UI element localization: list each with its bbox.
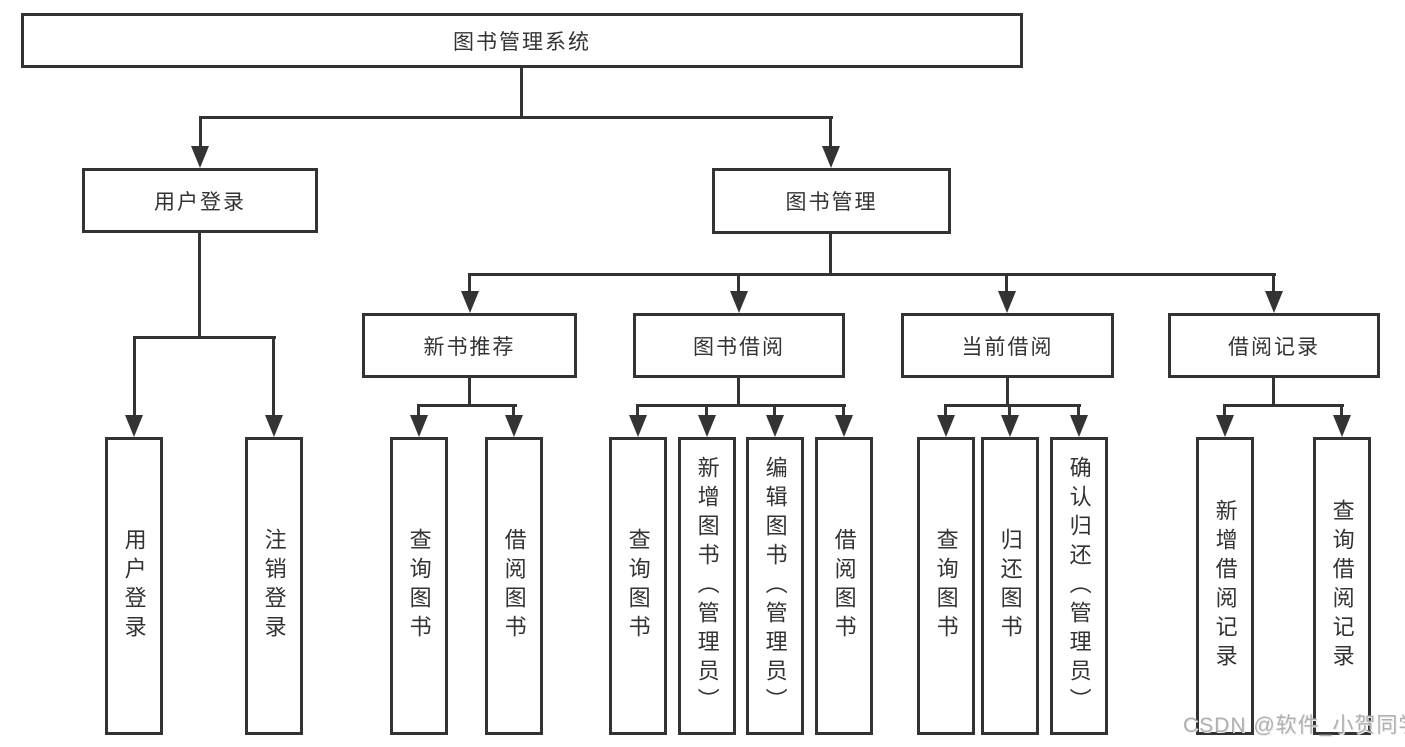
- leaf-cb-confirm-return: 确认归还（管理员）: [1050, 437, 1108, 735]
- leaf-user-login: 用户登录: [105, 437, 163, 735]
- leaf-bb-add-books-label: 新增图书（管理员）: [694, 455, 720, 717]
- connector-new-book-rec-stem: [468, 378, 471, 407]
- connector-new-book-rec-branch: [418, 404, 517, 407]
- node-root-label: 图书管理系统: [453, 30, 591, 54]
- arrowhead-to-br-query: [1333, 415, 1351, 437]
- connector-to-current-borrow-stem: [1005, 273, 1008, 295]
- arrowhead-to-bb-edit: [766, 415, 784, 437]
- leaf-nbr-query-books: 查询图书: [390, 437, 448, 735]
- connector-to-bb-query-stem: [636, 404, 639, 418]
- leaf-nbr-borrow-books-label: 借阅图书: [501, 528, 527, 644]
- connector-book-mgmt-branch: [469, 273, 1276, 276]
- node-borrow-records: 借阅记录: [1168, 313, 1380, 378]
- leaf-cb-return-books: 归还图书: [981, 437, 1039, 735]
- leaf-cb-query-books-label: 查询图书: [933, 528, 959, 644]
- arrowhead-to-cb-confirm: [1070, 415, 1088, 437]
- connector-current-borrow-branch: [944, 404, 1081, 407]
- connector-to-book-mgmt-stem: [829, 116, 832, 148]
- leaf-br-add-record-label: 新增借阅记录: [1212, 499, 1238, 673]
- leaf-bb-borrow-books-label: 借阅图书: [831, 528, 857, 644]
- leaf-bb-borrow-books: 借阅图书: [815, 437, 873, 735]
- connector-to-br-query-stem: [1340, 404, 1343, 418]
- leaf-bb-edit-books: 编辑图书（管理员）: [746, 437, 804, 735]
- arrowhead-to-cb-query: [937, 415, 955, 437]
- connector-to-bb-borrow-stem: [842, 404, 845, 418]
- connector-to-user-login-stem: [199, 116, 202, 148]
- node-book-borrow: 图书借阅: [633, 313, 845, 378]
- arrowhead-to-new-book-rec: [461, 291, 479, 313]
- connector-root-branch: [199, 116, 833, 119]
- connector-to-nbr-query-stem: [417, 404, 420, 418]
- leaf-br-query-record: 查询借阅记录: [1313, 437, 1371, 735]
- connector-to-leaf-logout-stem: [272, 336, 275, 419]
- arrowhead-to-bb-add: [698, 415, 716, 437]
- arrowhead-to-bb-query: [629, 415, 647, 437]
- connector-book-mgmt-stem: [829, 234, 832, 276]
- leaf-bb-query-books: 查询图书: [609, 437, 667, 735]
- connector-root-stem: [520, 68, 523, 118]
- node-new-book-rec-label: 新书推荐: [423, 335, 516, 359]
- node-user-login: 用户登录: [82, 168, 318, 233]
- connector-user-login-stem: [198, 233, 201, 339]
- connector-to-book-borrow-stem: [737, 273, 740, 295]
- arrowhead-to-nbr-borrow: [505, 415, 523, 437]
- connector-user-login-branch: [133, 336, 276, 339]
- node-user-login-label: 用户登录: [154, 190, 246, 214]
- leaf-user-login-label: 用户登录: [121, 528, 147, 644]
- arrowhead-to-leaf-user-login: [125, 415, 143, 437]
- arrowhead-to-borrow-records: [1265, 291, 1283, 313]
- leaf-nbr-query-books-label: 查询图书: [406, 528, 432, 644]
- node-book-mgmt: 图书管理: [712, 168, 951, 234]
- connector-borrow-records-stem: [1272, 378, 1275, 407]
- arrowhead-to-leaf-logout: [265, 415, 283, 437]
- arrowhead-to-br-add: [1216, 415, 1234, 437]
- csdn-watermark: CSDN @软件_小贺同学: [1183, 714, 1405, 737]
- leaf-nbr-borrow-books: 借阅图书: [485, 437, 543, 735]
- arrowhead-to-current-borrow: [998, 291, 1016, 313]
- connector-borrow-records-branch: [1223, 404, 1344, 407]
- connector-to-borrow-records-stem: [1272, 273, 1275, 295]
- arrowhead-to-cb-return: [1001, 415, 1019, 437]
- leaf-logout-label: 注销登录: [261, 528, 287, 644]
- node-root: 图书管理系统: [21, 13, 1023, 68]
- connector-to-bb-add-stem: [705, 404, 708, 418]
- node-current-borrow-label: 当前借阅: [961, 335, 1054, 359]
- connector-to-cb-confirm-stem: [1077, 404, 1080, 418]
- connector-to-bb-edit-stem: [773, 404, 776, 418]
- leaf-br-add-record: 新增借阅记录: [1196, 437, 1254, 735]
- leaf-cb-confirm-return-label: 确认归还（管理员）: [1066, 455, 1092, 717]
- leaf-cb-return-books-label: 归还图书: [997, 528, 1023, 644]
- connector-book-borrow-stem: [737, 378, 740, 407]
- leaf-bb-edit-books-label: 编辑图书（管理员）: [762, 455, 788, 717]
- connector-book-borrow-branch: [636, 404, 846, 407]
- connector-to-br-add-stem: [1223, 404, 1226, 418]
- node-book-mgmt-label: 图书管理: [785, 191, 878, 214]
- leaf-br-query-record-label: 查询借阅记录: [1329, 499, 1355, 673]
- arrowhead-to-book-borrow: [730, 291, 748, 313]
- connector-to-cb-query-stem: [944, 404, 947, 418]
- node-book-borrow-label: 图书借阅: [693, 335, 785, 359]
- connector-to-cb-return-stem: [1008, 404, 1011, 418]
- leaf-logout: 注销登录: [245, 437, 303, 735]
- connector-to-nbr-borrow-stem: [512, 404, 515, 418]
- arrowhead-to-bb-borrow: [835, 415, 853, 437]
- arrowhead-to-nbr-query: [410, 415, 428, 437]
- arrowhead-to-user-login: [191, 146, 209, 168]
- node-current-borrow: 当前借阅: [901, 313, 1114, 378]
- connector-to-leaf-user-login-stem: [133, 336, 136, 419]
- arrowhead-to-book-mgmt: [822, 146, 840, 168]
- leaf-bb-query-books-label: 查询图书: [625, 528, 651, 644]
- connector-current-borrow-stem: [1006, 378, 1009, 407]
- node-new-book-rec: 新书推荐: [362, 313, 577, 378]
- leaf-bb-add-books: 新增图书（管理员）: [678, 437, 736, 735]
- connector-to-new-book-rec-stem: [468, 273, 471, 295]
- leaf-cb-query-books: 查询图书: [917, 437, 975, 735]
- node-borrow-records-label: 借阅记录: [1228, 335, 1320, 359]
